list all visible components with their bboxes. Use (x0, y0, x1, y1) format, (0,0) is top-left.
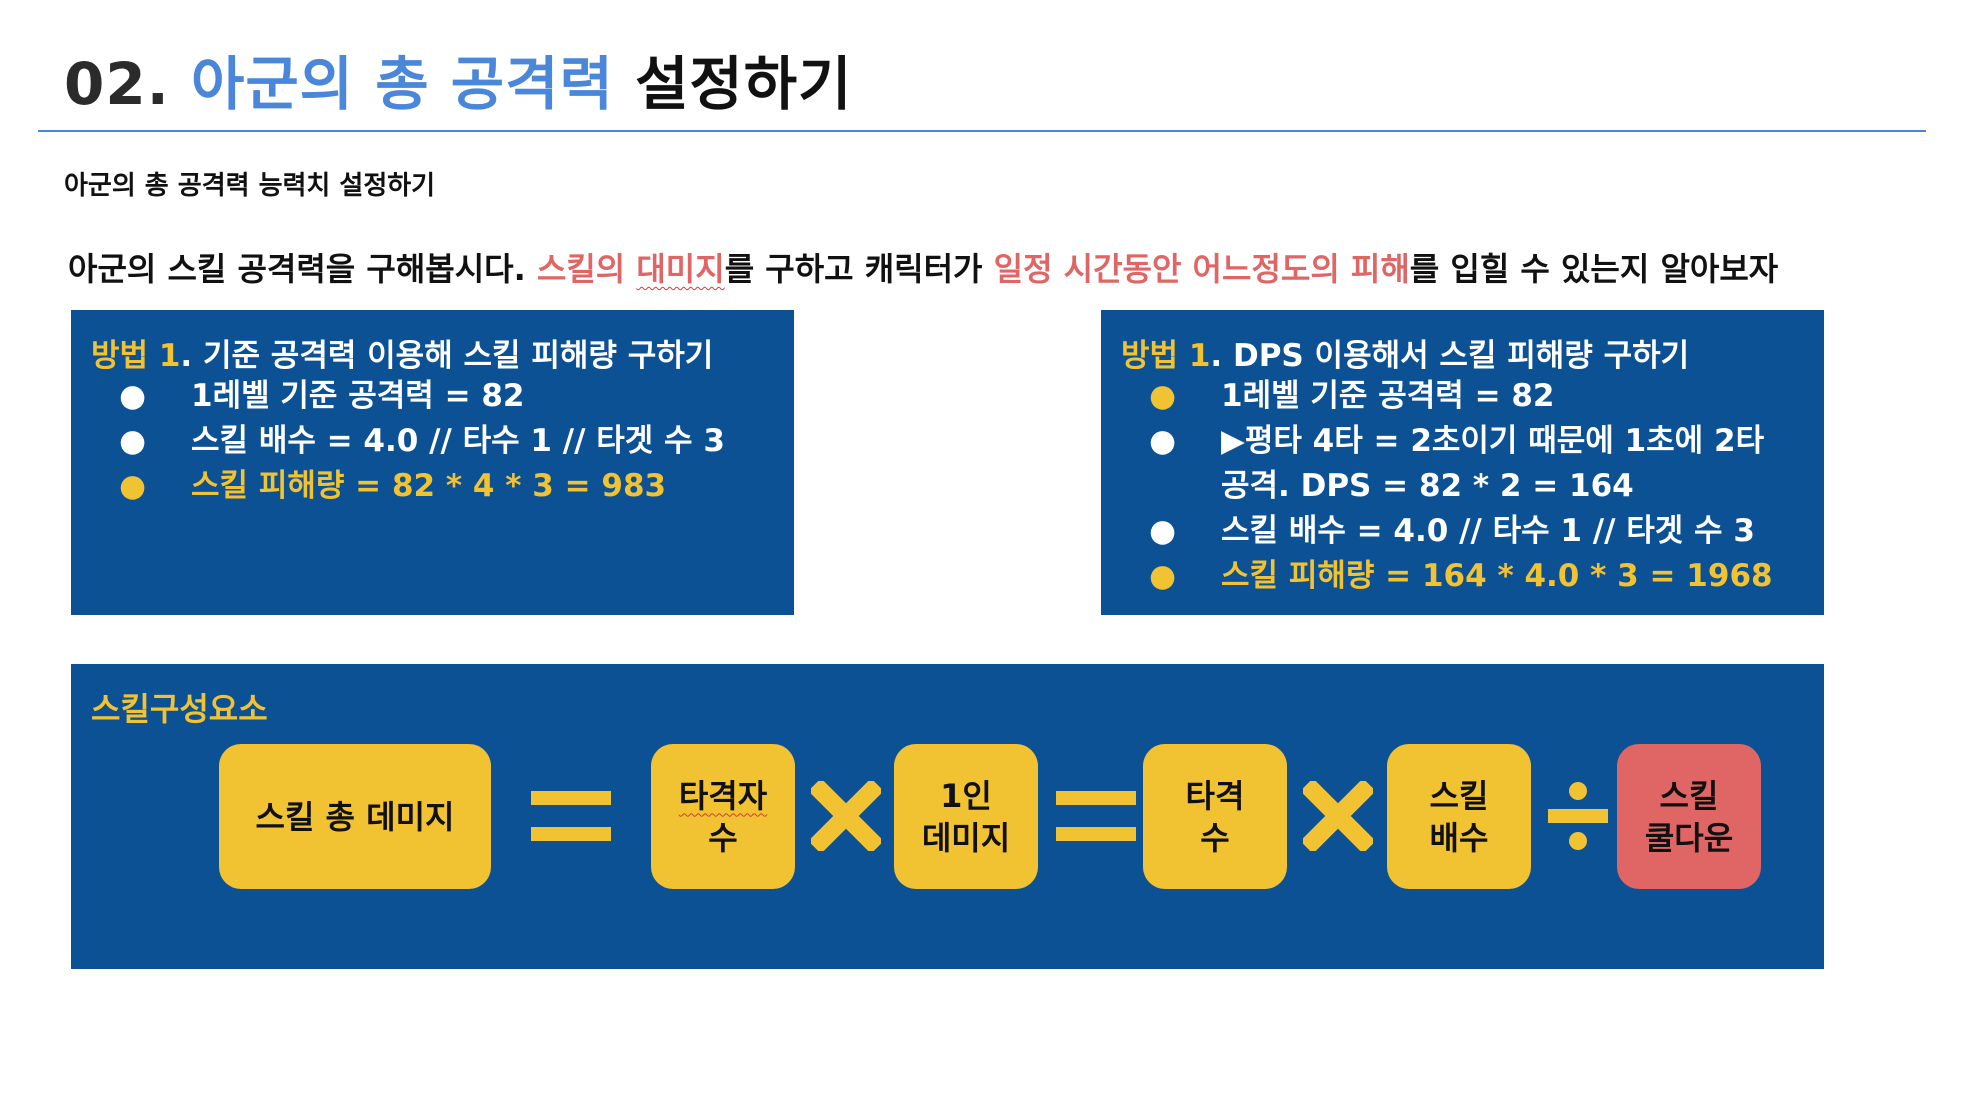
list-item-text: 스킬 배수 = 4.0 // 타수 1 // 타겟 수 3 (1221, 513, 1755, 549)
equals-icon (1056, 791, 1136, 841)
list-item-text: 1레벨 기준 공격력 = 82 (1221, 378, 1555, 414)
multiply-icon (1303, 781, 1373, 851)
method1-title: 방법 1. 기준 공격력 이용해 스킬 피해량 구하기 (91, 330, 713, 375)
bullet-icon: ● (1149, 423, 1177, 459)
skill-cooldown-box: 스킬 쿨다운 (1617, 744, 1761, 889)
method1-title-prefix: 방법 1 (91, 338, 181, 374)
intro-skill: 스킬의 (536, 250, 637, 288)
targets-label-line1: 타격자 (678, 776, 768, 815)
targets-label-line2: 수 (708, 818, 738, 857)
hit-count-box: 타격 수 (1143, 744, 1287, 889)
divide-icon (1548, 782, 1608, 850)
intro-damage: 대미지 (636, 250, 725, 288)
title-number: 02. (64, 50, 170, 118)
list-item: ● 스킬 피해량 = 164 * 4.0 * 3 = 1968 (1101, 554, 1801, 599)
page-subtitle: 아군의 총 공격력 능력치 설정하기 (64, 171, 436, 201)
list-item: ● 1레벨 기준 공격력 = 82 (71, 374, 771, 419)
method1-panel: 방법 1. 기준 공격력 이용해 스킬 피해량 구하기 ● 1레벨 기준 공격력… (71, 310, 794, 615)
hit-count-label-line1: 타격 (1185, 776, 1245, 815)
list-item: ● 스킬 배수 = 4.0 // 타수 1 // 타겟 수 3 (71, 419, 771, 464)
bullet-icon: ● (119, 468, 147, 504)
method2-title: 방법 1. DPS 이용해서 스킬 피해량 구하기 (1121, 330, 1689, 375)
total-damage-label: 스킬 총 데미지 (255, 797, 455, 836)
skill-multiplier-box: 스킬 배수 (1387, 744, 1531, 889)
list-item-text: 스킬 피해량 = 82 * 4 * 3 = 983 (191, 468, 667, 504)
bullet-icon: ● (119, 423, 147, 459)
title-highlight: 아군의 총 공격력 (190, 50, 614, 118)
intro-sentence: 아군의 스킬 공격력을 구해봅시다. 스킬의 대미지를 구하고 캐릭터가 일정 … (68, 244, 1778, 290)
list-item-text: 1레벨 기준 공격력 = 82 (191, 378, 525, 414)
method1-list: ● 1레벨 기준 공격력 = 82 ● 스킬 배수 = 4.0 // 타수 1 … (71, 374, 771, 509)
method2-title-rest: . DPS 이용해서 스킬 피해량 구하기 (1210, 338, 1690, 374)
list-item-text: ▶평타 4타 = 2초이기 때문에 1초에 2타 공격. DPS = 82 * … (1221, 423, 1765, 504)
skill-multiplier-label-line2: 배수 (1429, 818, 1489, 857)
list-item-text: 스킬 피해량 = 164 * 4.0 * 3 = 1968 (1221, 558, 1773, 594)
method2-panel: 방법 1. DPS 이용해서 스킬 피해량 구하기 ● 1레벨 기준 공격력 =… (1101, 310, 1824, 615)
components-title: 스킬구성요소 (91, 690, 268, 728)
per-target-label-line2: 데미지 (921, 818, 1011, 857)
method1-title-rest: . 기준 공격력 이용해 스킬 피해량 구하기 (180, 338, 714, 374)
skill-components-panel: 스킬구성요소 스킬 총 데미지 타격자 수 1인 데미지 타격 수 스킬 배수 … (71, 664, 1824, 969)
hit-count-label-line2: 수 (1200, 818, 1230, 857)
bullet-icon: ● (1149, 558, 1177, 594)
list-item: ● 스킬 피해량 = 82 * 4 * 3 = 983 (71, 464, 771, 509)
method2-list: ● 1레벨 기준 공격력 = 82 ● ▶평타 4타 = 2초이기 때문에 1초… (1101, 374, 1801, 599)
list-item-text: 스킬 배수 = 4.0 // 타수 1 // 타겟 수 3 (191, 423, 725, 459)
title-rest: 설정하기 (635, 50, 853, 118)
total-damage-box: 스킬 총 데미지 (219, 744, 491, 889)
skill-cooldown-label-line1: 스킬 (1659, 776, 1719, 815)
intro-part5: 를 입힐 수 있는지 알아보자 (1409, 250, 1779, 288)
list-item: ● ▶평타 4타 = 2초이기 때문에 1초에 2타 공격. DPS = 82 … (1101, 419, 1801, 509)
bullet-icon: ● (1149, 513, 1177, 549)
list-item: ● 1레벨 기준 공격력 = 82 (1101, 374, 1801, 419)
targets-box: 타격자 수 (651, 744, 795, 889)
intro-part3: 를 구하고 캐릭터가 (724, 250, 994, 288)
bullet-icon: ● (119, 378, 147, 414)
bullet-icon: ● (1149, 378, 1177, 414)
skill-cooldown-label-line2: 쿨다운 (1644, 818, 1734, 857)
skill-multiplier-label-line1: 스킬 (1429, 776, 1489, 815)
method2-title-prefix: 방법 1 (1121, 338, 1211, 374)
list-item: ● 스킬 배수 = 4.0 // 타수 1 // 타겟 수 3 (1101, 509, 1801, 554)
title-divider (38, 130, 1926, 132)
intro-part1: 아군의 스킬 공격력을 구해봅시다. (68, 250, 537, 288)
per-target-damage-box: 1인 데미지 (894, 744, 1038, 889)
intro-highlight: 일정 시간동안 어느정도의 피해 (993, 250, 1410, 288)
page-title: 02. 아군의 총 공격력 설정하기 (64, 44, 853, 124)
per-target-label-line1: 1인 (940, 776, 992, 815)
equals-icon (531, 791, 611, 841)
multiply-icon (811, 781, 881, 851)
